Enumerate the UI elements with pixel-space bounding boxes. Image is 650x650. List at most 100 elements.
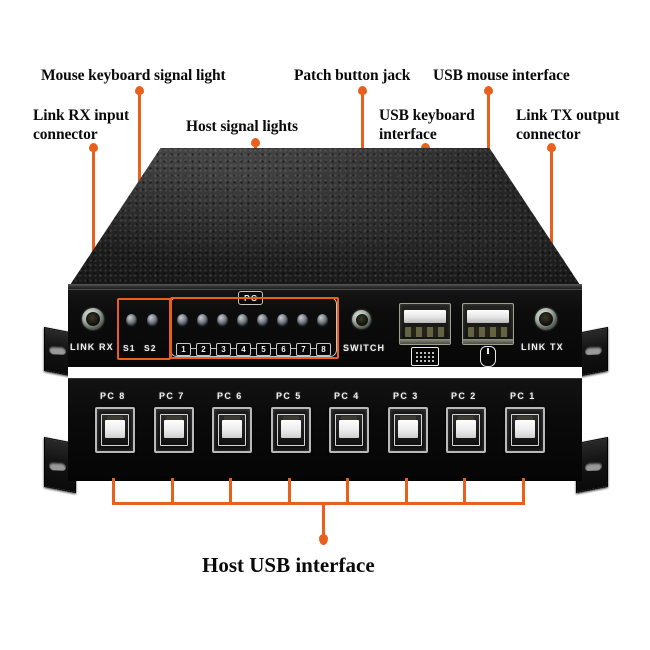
usb-b-notch (458, 416, 474, 420)
usb-b-block (456, 420, 476, 438)
host-usb-label-pc5: PC 5 (276, 391, 302, 401)
usb-tongue (404, 310, 446, 323)
usb-b-notch (517, 416, 533, 420)
numchip-link (309, 348, 318, 349)
host-usb-port-pc3[interactable] (388, 407, 428, 453)
host-usb-port-pc5[interactable] (271, 407, 311, 453)
leader-link-tx (547, 143, 556, 306)
bracket-stem (346, 478, 349, 504)
usb-b-inner (160, 414, 188, 446)
host-usb-port-pc7[interactable] (154, 407, 194, 453)
device-top-lid (68, 148, 582, 288)
host-usb-port-pc4[interactable] (329, 407, 369, 453)
switch-jack[interactable] (352, 310, 371, 329)
usb-b-inner (218, 414, 246, 446)
leader-dot (358, 86, 367, 95)
front-panel-lower (68, 378, 582, 481)
led-host-3 (217, 314, 228, 327)
usb-b-block (222, 420, 242, 438)
host-usb-port-pc6[interactable] (212, 407, 252, 453)
bracket-stem (171, 478, 174, 504)
usb-b-inner (335, 414, 363, 446)
numchip-3: 3 (216, 343, 231, 356)
label-mouse-keyboard-signal-light: Mouse keyboard signal light (41, 67, 226, 84)
usb-lip (463, 339, 513, 344)
usb-pins (405, 327, 445, 337)
leader-link-rx (89, 143, 98, 306)
rack-ear-slot (584, 462, 603, 472)
usb-b-inner (394, 414, 422, 446)
usb-b-block (339, 420, 359, 438)
led-host-8 (317, 314, 328, 327)
host-usb-label-pc2: PC 2 (451, 391, 477, 401)
host-usb-label-pc3: PC 3 (393, 391, 419, 401)
rack-ear-slot (48, 346, 67, 355)
rack-ear-slot (48, 462, 67, 471)
host-usb-label-pc1: PC 1 (510, 391, 536, 401)
kvm-switch-device: LINK RX S1 S2 PC 1 2 3 4 5 6 7 (44, 148, 608, 494)
link-rx-label: LINK RX (70, 342, 114, 352)
caption-host-usb-interface: Host USB interface (202, 553, 375, 577)
numchip-6: 6 (276, 343, 291, 356)
numchip-8: 8 (316, 343, 331, 356)
usb-b-block (398, 420, 418, 438)
s1-label: S1 (123, 343, 136, 353)
host-usb-port-pc2[interactable] (446, 407, 486, 453)
usb-b-notch (107, 416, 123, 420)
leader-dot (135, 86, 144, 95)
numchip-link (249, 348, 258, 349)
usb-pins (468, 327, 508, 337)
numchip-link (269, 348, 278, 349)
led-host-6 (277, 314, 288, 327)
bracket-stem (405, 478, 408, 504)
leader-dot (421, 143, 430, 152)
usb-b-notch (400, 416, 416, 420)
led-host-5 (257, 314, 268, 327)
bracket-stem (229, 478, 232, 504)
host-usb-label-pc6: PC 6 (217, 391, 243, 401)
label-host-signal-lights: Host signal lights (186, 118, 298, 135)
numchip-link (229, 348, 238, 349)
host-usb-port-pc1[interactable] (505, 407, 545, 453)
label-usb-keyboard-interface: USB keyboard interface (379, 107, 475, 143)
lid-front-edge (68, 284, 582, 291)
bracket-stem (463, 478, 466, 504)
switch-label: SWITCH (343, 343, 386, 353)
panel-gap (68, 367, 582, 378)
s2-label: S2 (144, 343, 157, 353)
mouse-seam (487, 348, 489, 354)
lid-texture (68, 148, 582, 288)
usb-keyboard-port[interactable] (399, 303, 451, 345)
rack-ear-slot (584, 346, 603, 356)
keyboard-keys (414, 350, 436, 363)
host-usb-port-pc8[interactable] (95, 407, 135, 453)
usb-b-block (105, 420, 125, 438)
host-usb-label-pc8: PC 8 (100, 391, 126, 401)
usb-b-notch (341, 416, 357, 420)
usb-b-notch (166, 416, 182, 420)
label-patch-button-jack: Patch button jack (294, 67, 411, 84)
numchip-2: 2 (196, 343, 211, 356)
bracket-stem (522, 478, 525, 504)
numchip-1: 1 (176, 343, 191, 356)
link-tx-jack[interactable] (535, 308, 557, 330)
usb-b-inner (511, 414, 539, 446)
usb-lip (400, 339, 450, 344)
numchip-7: 7 (296, 343, 311, 356)
led-host-1 (177, 314, 188, 327)
usb-b-inner (101, 414, 129, 446)
numchip-link (289, 348, 298, 349)
usb-tongue (467, 310, 509, 323)
bracket-rail (112, 502, 525, 505)
bracket-stem (288, 478, 291, 504)
led-host-7 (297, 314, 308, 327)
link-rx-jack[interactable] (82, 308, 104, 330)
leader-dot (89, 143, 98, 152)
label-link-rx-input-connector: Link RX input connector (33, 107, 130, 143)
led-host-4 (237, 314, 248, 327)
usb-b-notch (283, 416, 299, 420)
host-usb-label-pc7: PC 7 (159, 391, 185, 401)
led-s2 (147, 314, 158, 327)
usb-mouse-port[interactable] (462, 303, 514, 345)
